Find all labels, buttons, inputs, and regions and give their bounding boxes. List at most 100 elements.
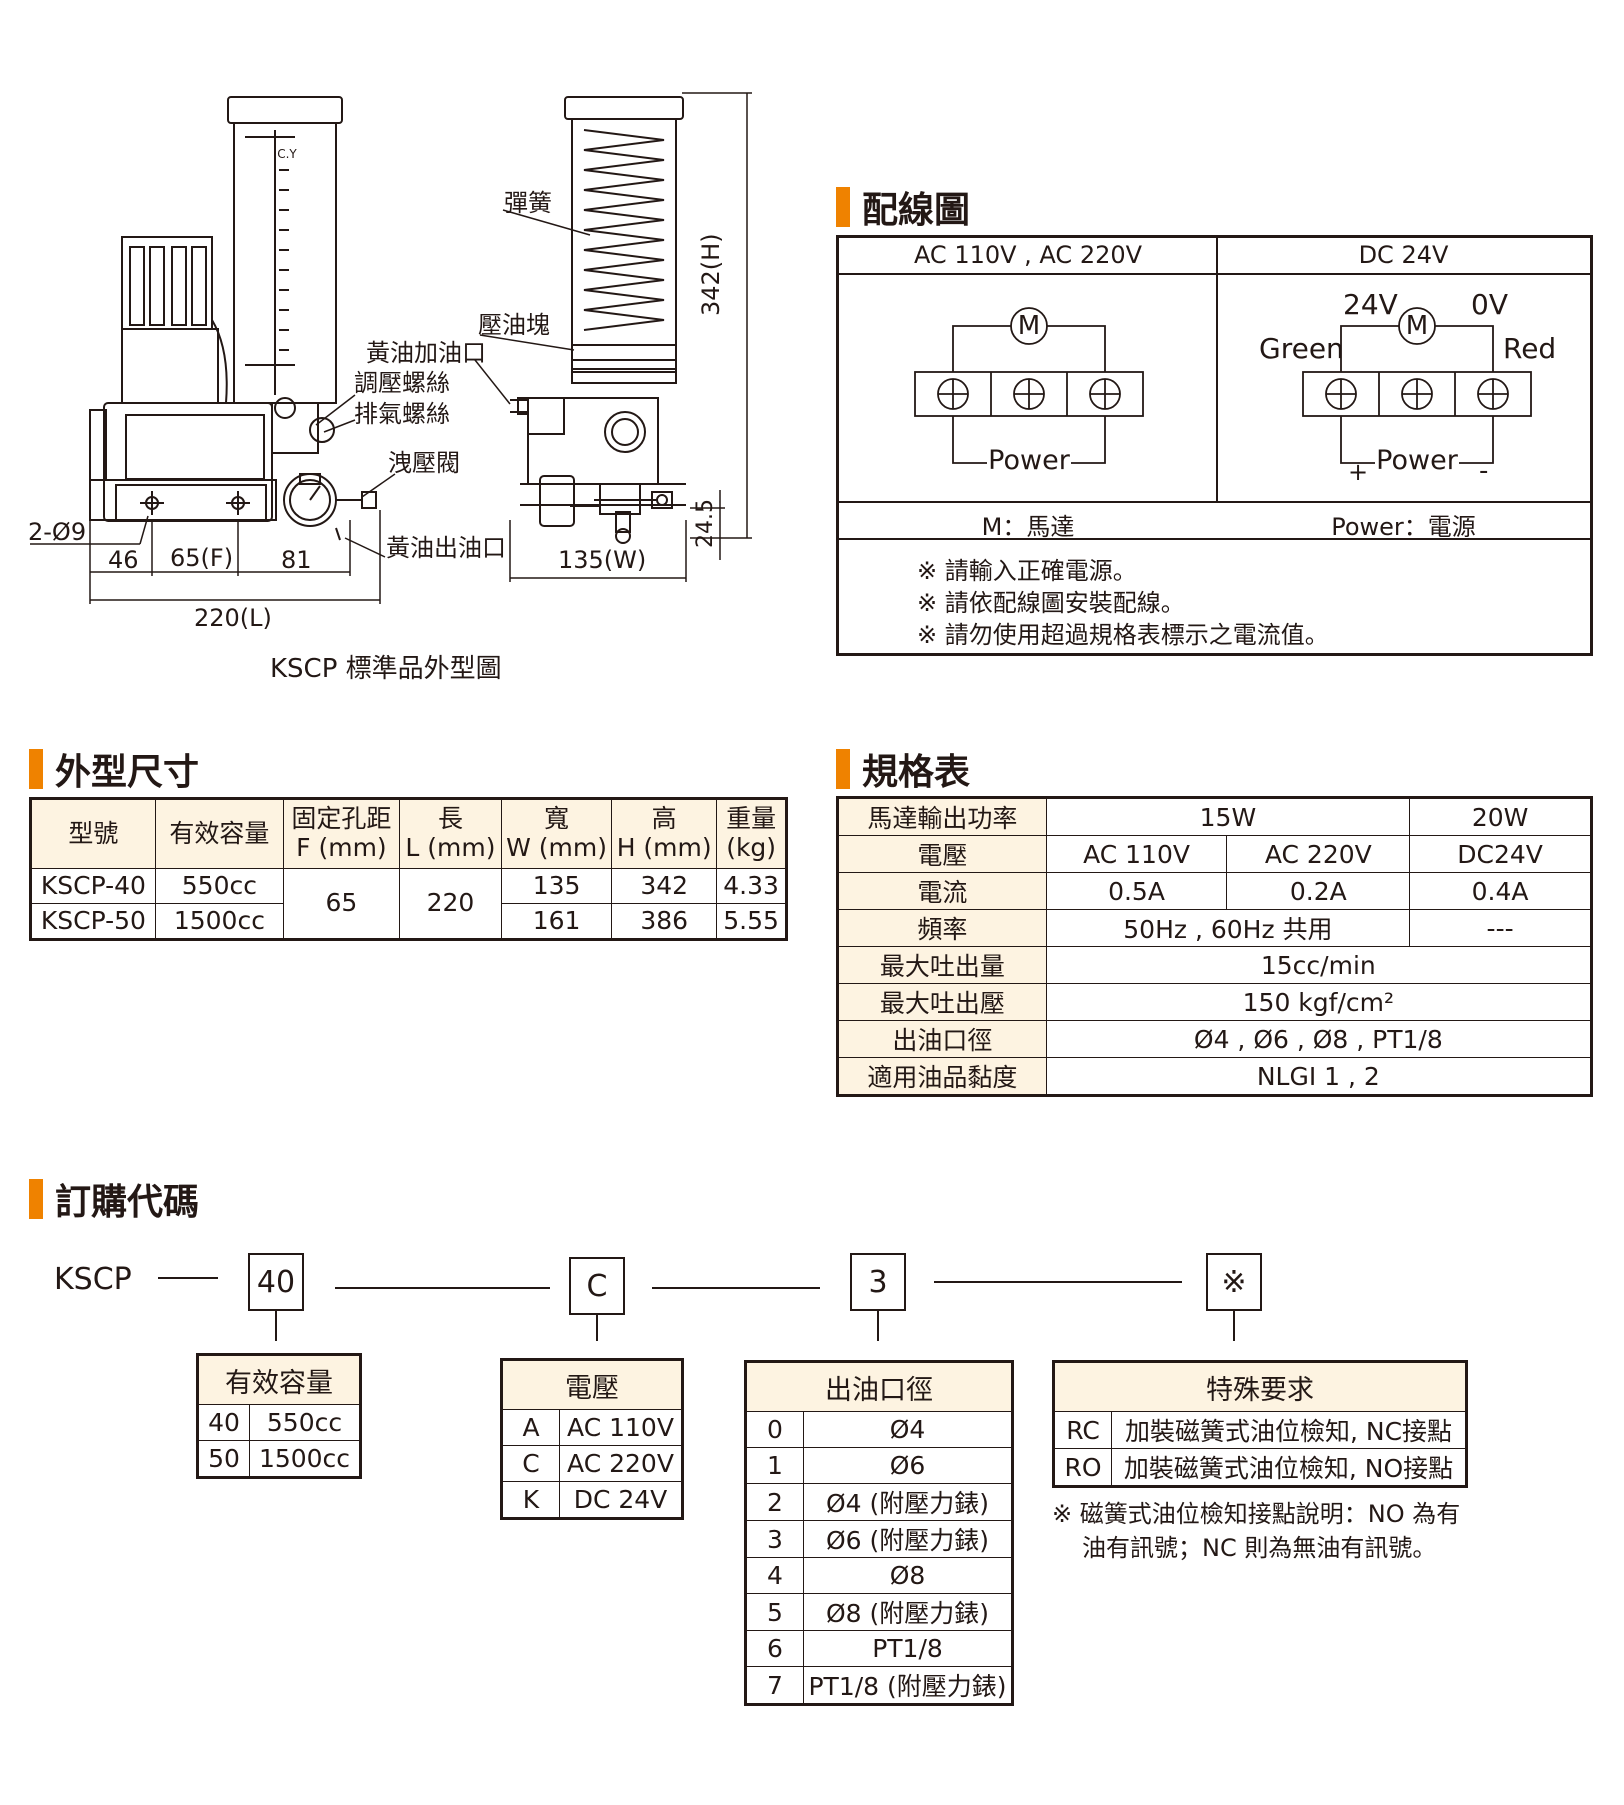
dc-minus-label: - [1479, 456, 1489, 486]
spec-c1: 0.5A [1045, 872, 1228, 910]
dim-220l: 220(L) [194, 604, 272, 632]
dim-24-5: 24.5 [693, 499, 718, 548]
outlet-code: 4 [745, 1557, 804, 1594]
dc-terminal-block [1302, 307, 1532, 464]
cell-w: 135 [501, 868, 613, 904]
outlet-value: Ø4 (附壓力錶) [803, 1483, 1013, 1521]
table-row: 最大吐出量 15cc/min [837, 946, 1593, 984]
spec-label-current: 電流 [837, 872, 1047, 910]
ac-terminal-block [914, 307, 1144, 464]
cell-model: KSCP-50 [30, 903, 156, 940]
table-header-row: 特殊要求 [1053, 1361, 1467, 1412]
special-note-1: ※ 磁簧式油位檢知接點說明：NO 為有 [1052, 1500, 1461, 1528]
outlet-code: 1 [745, 1447, 804, 1484]
spec-flow: 15cc/min [1045, 946, 1593, 984]
spec-20w: 20W [1409, 797, 1592, 836]
wiring-note-1: ※ 請輸入正確電源。 [917, 557, 1137, 585]
wiring-grid [839, 238, 1590, 540]
wiring-title: 配線圖 [836, 185, 970, 231]
spec-label-port: 出油口徑 [837, 1020, 1047, 1058]
cell-capacity: 550cc [154, 868, 284, 904]
spec-15w: 15W [1045, 797, 1411, 836]
spec-label-freq: 頻率 [837, 909, 1047, 947]
cell-w: 161 [501, 903, 613, 940]
table-row: KSCP-50 1500cc 161 386 5.55 [30, 903, 787, 940]
spec-freq-dc: --- [1409, 909, 1592, 947]
wiring-col-ac: AC 110V , AC 220V [913, 241, 1143, 269]
dim-81: 81 [281, 546, 312, 574]
label-relief-valve: 洩壓閥 [388, 449, 460, 477]
table-row: 最大吐出壓 150 kgf/cm² [837, 983, 1593, 1021]
outlet-value: Ø6 [803, 1447, 1013, 1484]
outlet-value: PT1/8 [803, 1630, 1013, 1667]
cell-kg: 5.55 [716, 903, 787, 940]
dimensions-title-text: 外型尺寸 [55, 752, 200, 793]
cell-kg: 4.33 [716, 868, 787, 904]
outlet-value: Ø8 (附壓力錶) [803, 1593, 1013, 1631]
outlet-value: Ø4 [803, 1411, 1013, 1448]
dc-motor-label: M [1405, 311, 1429, 341]
ac-power-label: Power [988, 445, 1070, 476]
brand-logo-text: C.Y [277, 147, 297, 161]
spec-freq: 50Hz , 60Hz 共用 [1045, 909, 1411, 947]
spec-pressure: 150 kgf/cm² [1045, 983, 1593, 1021]
table-header-row: 有效容量 [197, 1354, 361, 1405]
table-header-row: 電壓 [501, 1359, 683, 1410]
order-prefix: KSCP [54, 1262, 132, 1297]
table-header-row: 出油口徑 [745, 1361, 1013, 1412]
special-value: 加裝磁簧式油位檢知, NC接點 [1111, 1411, 1467, 1449]
label-grease-inlet: 黃油加油口 [366, 339, 486, 367]
spec-title-text: 規格表 [862, 752, 971, 793]
special-head: 特殊要求 [1053, 1361, 1467, 1412]
outlet-code: 3 [745, 1520, 804, 1558]
wiring-diagram-box: AC 110V , AC 220V DC 24V M Power M 24V 0… [836, 235, 1593, 656]
label-spring: 彈簧 [504, 189, 552, 217]
dimensions-title: 外型尺寸 [29, 747, 199, 793]
dc-24v-label: 24V [1343, 288, 1398, 321]
outlet-head: 出油口徑 [745, 1361, 1013, 1412]
voltage-code: C [501, 1445, 560, 1482]
spec-title: 規格表 [836, 747, 970, 793]
wiring-title-text: 配線圖 [862, 190, 971, 231]
cell-model: KSCP-40 [30, 868, 156, 904]
cell-capacity: 1500cc [154, 903, 284, 940]
capacity-value: 1500cc [249, 1440, 361, 1478]
section-marker [29, 1179, 43, 1219]
spec-viscosity: NLGI 1 , 2 [1045, 1057, 1593, 1096]
table-row: 電壓 AC 110V AC 220V DC24V [837, 835, 1592, 873]
dim-holes: 2-Ø9 [28, 518, 87, 546]
wiring-note-2: ※ 請依配線圖安裝配線。 [917, 589, 1185, 617]
label-pressure-block: 壓油塊 [478, 311, 550, 339]
code-box-capacity: 40 [248, 1253, 304, 1311]
order-title-text: 訂購代碼 [55, 1182, 200, 1223]
outlet-value: PT1/8 (附壓力錶) [803, 1666, 1013, 1705]
order-connectors [158, 1277, 1235, 1341]
outlet-code: 5 [745, 1593, 804, 1631]
special-code: RC [1053, 1411, 1112, 1449]
capacity-code: 50 [197, 1440, 250, 1478]
capacity-value: 550cc [249, 1404, 361, 1441]
wiring-note-3: ※ 請勿使用超過規格表標示之電流值。 [917, 621, 1329, 649]
code-box-outlet: 3 [850, 1253, 906, 1311]
spec-label-motor: 馬達輸出功率 [837, 797, 1047, 836]
outlet-value: Ø8 [803, 1557, 1013, 1594]
table-row: 出油口徑 Ø4 , Ø6 , Ø8 , PT1/8 [837, 1020, 1593, 1058]
dc-green-label: Green [1259, 332, 1344, 365]
